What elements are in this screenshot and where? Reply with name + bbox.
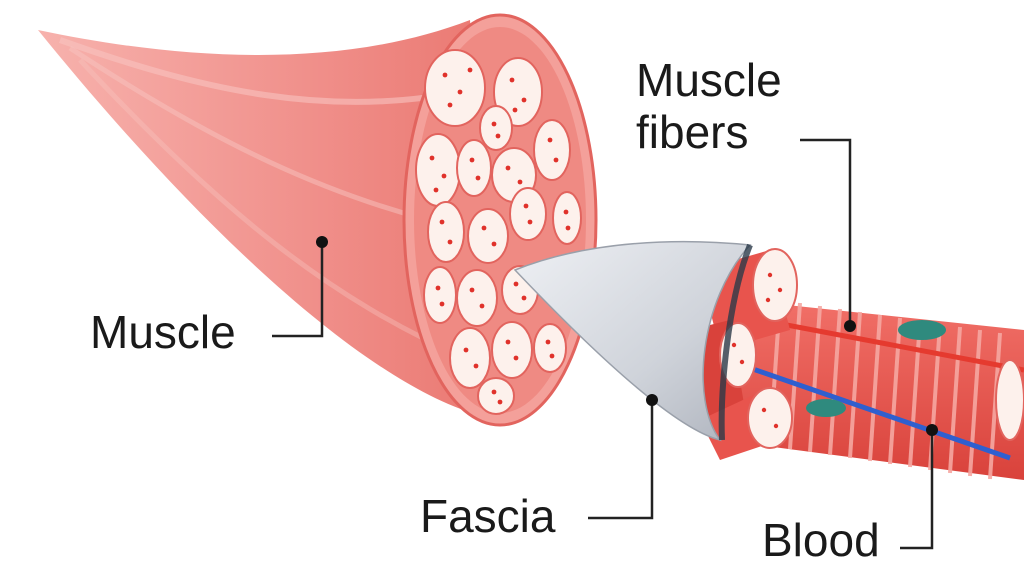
fascia-sheath	[513, 240, 752, 442]
leader-line-fibers	[800, 138, 852, 326]
pointer-dot-fascia	[646, 394, 658, 406]
label-muscle-fibers-line2: fibers	[636, 106, 749, 158]
pointer-dot-fibers	[844, 320, 856, 332]
label-muscle: Muscle	[90, 306, 236, 358]
leader-lines	[272, 138, 934, 550]
fiber-bundles	[690, 248, 798, 460]
leader-line-muscle	[272, 242, 324, 338]
pointer-dot-muscle	[316, 236, 328, 248]
label-fascia: Fascia	[420, 490, 556, 542]
leader-line-fascia	[588, 400, 654, 520]
leader-line-blood	[900, 430, 934, 550]
muscle-body	[38, 20, 500, 420]
pointer-dot-blood	[926, 424, 938, 436]
muscle-fiber-strand	[720, 299, 1024, 480]
label-muscle-fibers-line1: Muscle	[636, 54, 782, 106]
fascicle-cells	[415, 49, 582, 415]
label-blood: Blood	[762, 514, 880, 566]
label-muscle-fibers: Muscle fibers	[636, 54, 782, 158]
